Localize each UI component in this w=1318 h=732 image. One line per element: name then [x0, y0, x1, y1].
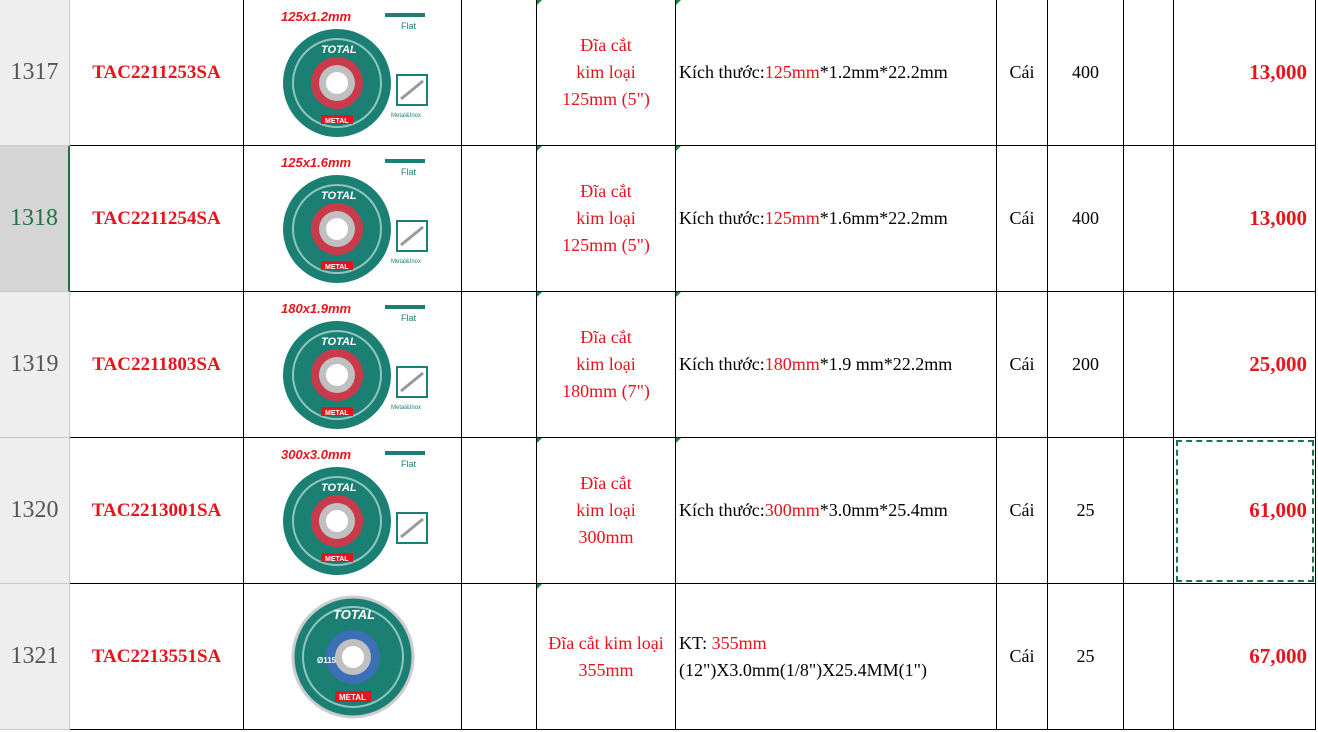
product-image-cell[interactable]: TOTAL Ø115 METAL [244, 584, 462, 730]
quantity-cell[interactable]: 25 [1048, 438, 1124, 584]
price-cell[interactable]: 25,000 [1174, 292, 1316, 438]
comment-marker-icon [537, 146, 542, 151]
quantity-cell[interactable]: 400 [1048, 146, 1124, 292]
product-image-cell[interactable]: 125x1.2mm Flat TOTAL METAL Metal&Inox [244, 0, 462, 146]
row-header[interactable]: 1317 [0, 0, 70, 146]
cutting-disc-image: 125x1.2mm Flat TOTAL METAL Metal&Inox [281, 9, 428, 137]
product-code-cell[interactable]: TAC2213551SA [70, 584, 244, 730]
product-code-cell[interactable]: TAC2213001SA [70, 438, 244, 584]
product-code-cell[interactable]: TAC2211253SA [70, 0, 244, 146]
brand-label: TOTAL [321, 482, 357, 494]
cutting-disc-image: TOTAL Ø115 METAL [291, 595, 414, 718]
unit-cell[interactable]: Cái [997, 0, 1048, 146]
row-header[interactable]: 1321 [0, 584, 70, 730]
product-image-cell[interactable]: 300x3.0mm Flat TOTAL METAL [244, 438, 462, 584]
spec-cell[interactable]: Kích thước: 300mm*3.0mm*25.4mm [676, 438, 997, 584]
product-image-cell[interactable]: 180x1.9mm Flat TOTAL METAL Metal&Inox [244, 292, 462, 438]
unit-cell[interactable]: Cái [997, 146, 1048, 292]
table-row: 1319 TAC2211803SA 180x1.9mm Flat TOTAL M… [0, 292, 1318, 438]
spec-cell[interactable]: Kích thước: 125mm*1.6mm*22.2mm [676, 146, 997, 292]
empty-cell[interactable] [1124, 0, 1174, 146]
quantity-cell[interactable]: 400 [1048, 0, 1124, 146]
empty-cell[interactable] [462, 146, 537, 292]
price-cell[interactable]: 13,000 [1174, 146, 1316, 292]
table-row: 1318 TAC2211254SA 125x1.6mm Flat TOTAL M… [0, 146, 1318, 292]
price-cell-selected[interactable]: 61,000 [1174, 438, 1316, 584]
comment-marker-icon [537, 292, 542, 297]
unit-cell[interactable]: Cái [997, 292, 1048, 438]
metal-label: METAL [325, 556, 349, 563]
size-label: 125x1.6mm [281, 155, 352, 170]
metal-label: METAL [325, 264, 349, 271]
metal-label: METAL [325, 410, 349, 417]
brand-label: TOTAL [321, 190, 357, 202]
comment-marker-icon [537, 584, 542, 589]
comment-marker-icon [676, 146, 681, 151]
empty-cell[interactable] [1124, 584, 1174, 730]
spec-cell[interactable]: Kích thước: 125mm*1.2mm*22.2mm [676, 0, 997, 146]
row-header-active[interactable]: 1318 [0, 146, 70, 292]
metal-label: METAL [325, 118, 349, 125]
size-label: 125x1.2mm [281, 9, 352, 24]
product-code-cell[interactable]: TAC2211803SA [70, 292, 244, 438]
comment-marker-icon [676, 0, 681, 5]
size-label: 180x1.9mm [281, 301, 352, 316]
table-row: 1320 TAC2213001SA 300x3.0mm Flat TOTAL M… [0, 438, 1318, 584]
brand-label: TOTAL [333, 607, 375, 622]
brand-label: TOTAL [321, 44, 357, 56]
material-label: Metal&Inox [391, 113, 421, 119]
empty-cell[interactable] [462, 292, 537, 438]
flat-label: Flat [401, 21, 417, 31]
unit-cell[interactable]: Cái [997, 438, 1048, 584]
empty-cell[interactable] [1124, 438, 1174, 584]
product-image-cell[interactable]: 125x1.6mm Flat TOTAL METAL Metal&Inox [244, 146, 462, 292]
empty-cell[interactable] [1124, 146, 1174, 292]
row-header[interactable]: 1319 [0, 292, 70, 438]
cutting-disc-image: 125x1.6mm Flat TOTAL METAL Metal&Inox [281, 155, 428, 283]
spec-cell[interactable]: KT: 355mm(12")X3.0mm(1/8")X25.4MM(1") [676, 584, 997, 730]
size-label: 300x3.0mm [281, 447, 352, 462]
product-code-cell[interactable]: TAC2211254SA [70, 146, 244, 292]
flat-label: Flat [401, 459, 417, 469]
spec-cell[interactable]: Kích thước: 180mm*1.9 mm*22.2mm [676, 292, 997, 438]
empty-cell[interactable] [462, 584, 537, 730]
empty-cell[interactable] [462, 0, 537, 146]
metal-label: METAL [339, 693, 366, 702]
row-header[interactable]: 1320 [0, 438, 70, 584]
empty-cell[interactable] [1124, 292, 1174, 438]
comment-marker-icon [676, 292, 681, 297]
unit-cell[interactable]: Cái [997, 584, 1048, 730]
table-row: 1317 TAC2211253SA 125x1.2mm Flat TOTAL M… [0, 0, 1318, 146]
empty-cell[interactable] [462, 438, 537, 584]
price-cell[interactable]: 67,000 [1174, 584, 1316, 730]
cutting-disc-image: 180x1.9mm Flat TOTAL METAL Metal&Inox [281, 301, 428, 429]
quantity-cell[interactable]: 25 [1048, 584, 1124, 730]
price-cell[interactable]: 13,000 [1174, 0, 1316, 146]
size-badge: Ø115 [317, 656, 337, 665]
quantity-cell[interactable]: 200 [1048, 292, 1124, 438]
brand-label: TOTAL [321, 336, 357, 348]
comment-marker-icon [676, 438, 681, 443]
flat-label: Flat [401, 313, 417, 323]
material-label: Metal&Inox [391, 405, 421, 411]
comment-marker-icon [537, 438, 542, 443]
comment-marker-icon [537, 0, 542, 5]
material-label: Metal&Inox [391, 259, 421, 265]
table-row: 1321 TAC2213551SA TOTAL Ø115 METAL Đĩa c… [0, 584, 1318, 730]
flat-label: Flat [401, 167, 417, 177]
cutting-disc-image: 300x3.0mm Flat TOTAL METAL [281, 447, 428, 575]
